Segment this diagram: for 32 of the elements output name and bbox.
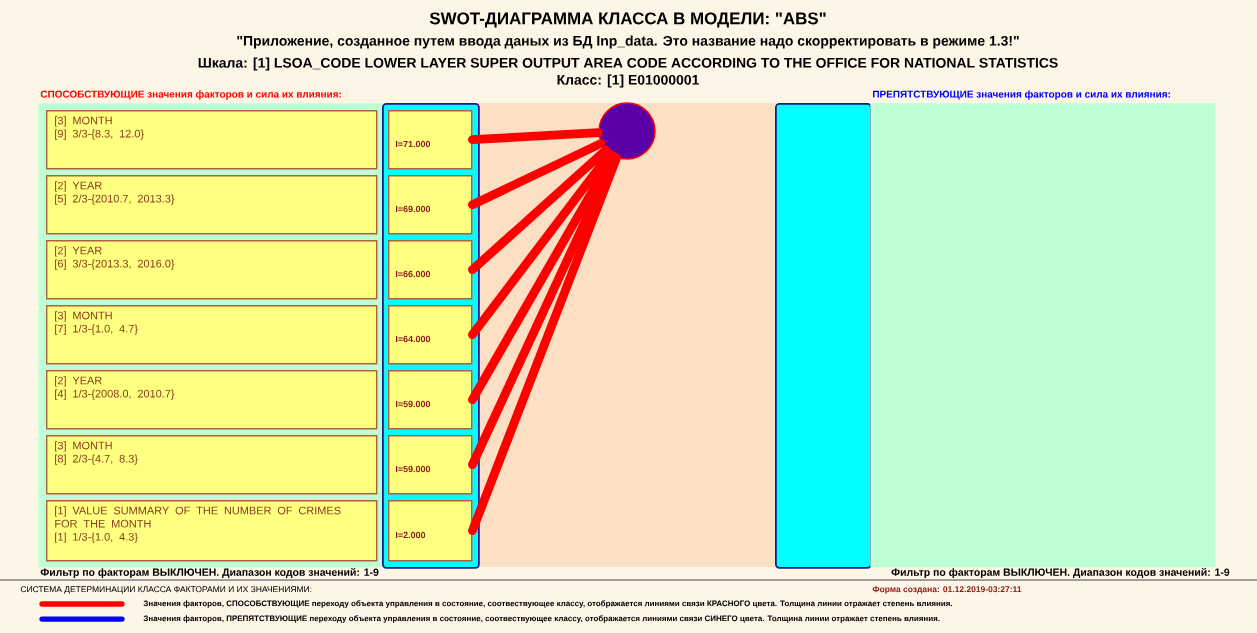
text-line: Фильтр по факторам ВЫКЛЮЧЕН. Диапазон кодов значений: 1-9	[40, 568, 379, 578]
connector-line	[468, 149, 615, 340]
factor-box: [2] YEAR [5] 2/3-{2010.7, 2013.3}	[46, 175, 378, 235]
value-box: I=69.000	[388, 175, 473, 235]
node-label: ПРЕПЯТСТВУЮЩИЕ значения факторов и сила их влияния:	[873, 90, 1170, 100]
connector-line	[468, 128, 603, 145]
connector-line	[468, 145, 611, 275]
text-line: Шкала: [1] LSOA_CODE LOWER LAYER SUPER OUTPUT AREA CODE ACCORDING TO THE OFFICE FOR NATIONAL STATISTICS	[198, 57, 1058, 71]
connector-line	[468, 138, 606, 210]
node-label: СПОСОБСТВУЮЩИЕ значения факторов и сила их влияния:	[40, 90, 341, 100]
factor-box: [3] MONTH [7] 1/3-{1.0, 4.7}	[46, 305, 378, 365]
panel: ПРЕПЯТСТВУЮЩИЕ значения факторов и сила их влияния:	[870, 90, 1216, 568]
text-line: "Приложение, созданное путем ввода даных из БД Inp_data. Это название надо скорректировать в режиме 1.3!"	[237, 35, 1019, 49]
class-circle	[598, 102, 656, 160]
value-box: I=59.000	[388, 370, 473, 430]
panel	[775, 103, 872, 569]
value-box: I=2.000	[388, 500, 473, 562]
factor-box: [3] MONTH [9] 3/3-{8.3, 12.0}	[46, 110, 378, 170]
title: SWOT-ДИАГРАММА КЛАССА В МОДЕЛИ: "ABS"	[429, 12, 826, 28]
text-line: СИСТЕМА ДЕТЕРМИНАЦИИ КЛАССА ФАКТОРАМИ И ИХ ЗНАЧЕНИЯМИ:	[20, 586, 312, 594]
value-box: I=59.000	[388, 435, 473, 495]
factor-box: [3] MONTH [8] 2/3-{4.7, 8.3}	[46, 435, 378, 495]
text-line: Фильтр по факторам ВЫКЛЮЧЕН. Диапазон кодов значений: 1-9	[891, 568, 1230, 578]
value-box: I=66.000	[388, 240, 473, 300]
text-line: Класс: [1] E01000001	[557, 74, 699, 88]
connector-line	[468, 151, 618, 405]
value-box: I=64.000	[388, 305, 473, 365]
text-line: Форма создана: 01.12.2019-03:27:11	[872, 586, 1022, 594]
value-box: I=71.000	[388, 110, 473, 170]
factor-box: [2] YEAR [4] 1/3-{2008.0, 2010.7}	[46, 370, 378, 430]
factor-box: [2] YEAR [6] 3/3-{2013.3, 2016.0}	[46, 240, 378, 300]
factor-box: [1] VALUE SUMMARY OF THE NUMBER OF CRIMES FOR THE MONTH [1] 1/3-{1.0, 4.3}	[46, 500, 378, 562]
